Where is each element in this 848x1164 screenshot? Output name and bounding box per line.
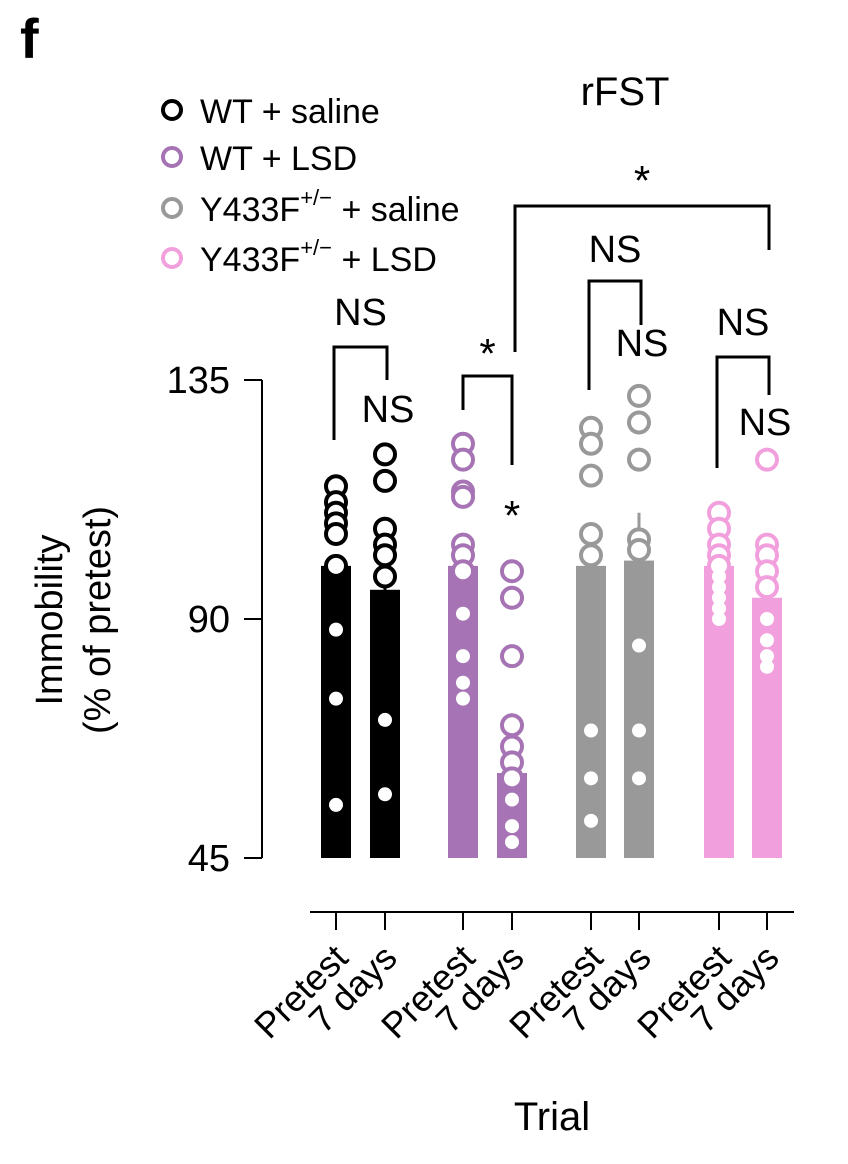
data-point — [329, 691, 343, 706]
data-point — [632, 638, 646, 653]
significance-label: NS — [717, 302, 770, 344]
data-point — [324, 522, 348, 547]
data-point — [579, 522, 603, 547]
significance-label: * — [479, 330, 495, 377]
data-point — [632, 771, 646, 786]
data-point — [712, 580, 726, 595]
point-cluster-label: NS — [739, 402, 792, 444]
data-point — [755, 447, 779, 472]
points-layer — [324, 383, 779, 850]
bar — [321, 565, 351, 858]
significance-bracket — [715, 355, 771, 468]
y-tick-label: 135 — [167, 360, 230, 402]
data-point — [329, 797, 343, 812]
legend-label: Y433F+/− + LSD — [200, 235, 437, 279]
data-point — [456, 606, 470, 621]
data-point — [627, 447, 651, 472]
data-point — [632, 723, 646, 738]
bars-layer — [321, 560, 782, 858]
legend-label: WT + LSD — [200, 140, 357, 178]
data-point — [712, 601, 726, 616]
data-point — [456, 675, 470, 690]
data-point — [324, 553, 348, 578]
data-point — [329, 622, 343, 637]
legend: WT + saline WT + LSD Y433F+/− + salineY433… — [161, 93, 460, 279]
data-point — [712, 590, 726, 605]
data-point — [505, 792, 519, 807]
legend-label: Y433F+/− + saline — [200, 185, 460, 229]
data-point — [760, 659, 774, 674]
data-point — [373, 442, 397, 467]
data-point — [500, 713, 524, 738]
data-point — [451, 559, 475, 584]
data-point — [500, 585, 524, 610]
significance-bracket — [461, 374, 514, 465]
data-point — [627, 410, 651, 435]
legend-marker — [161, 247, 183, 269]
data-point — [760, 633, 774, 648]
significance-bracket — [513, 204, 771, 352]
data-point — [378, 787, 392, 802]
bar — [576, 565, 606, 858]
data-point — [373, 564, 397, 589]
data-point — [712, 612, 726, 626]
legend-marker — [161, 197, 183, 219]
data-point — [456, 691, 470, 706]
data-point — [760, 612, 774, 626]
data-point — [456, 649, 470, 664]
significance-label: * — [634, 157, 650, 204]
significance-label: NS — [334, 292, 387, 334]
data-point — [627, 537, 651, 562]
data-point — [451, 484, 475, 509]
point-cluster-label: NS — [362, 389, 415, 431]
data-point — [755, 575, 779, 600]
chart-title: rFST — [581, 70, 670, 114]
y-tick-label: 90 — [188, 599, 230, 641]
data-point — [500, 766, 524, 791]
point-cluster-label: NS — [616, 323, 669, 365]
bar — [624, 560, 654, 858]
data-point — [579, 431, 603, 456]
data-point — [579, 543, 603, 568]
legend-label: WT + saline — [200, 93, 380, 131]
data-point — [584, 723, 598, 738]
data-point — [579, 463, 603, 488]
data-point — [500, 644, 524, 669]
data-point — [373, 468, 397, 493]
data-point — [505, 835, 519, 850]
y-axis-label-line1: Immobility — [29, 534, 71, 705]
legend-marker — [161, 99, 183, 121]
legend-marker — [161, 146, 183, 168]
data-point — [373, 543, 397, 568]
significance-bracket — [587, 279, 643, 390]
group-annotation: * — [504, 492, 520, 539]
significance-brackets: NS * NS NS * NS NS NS * — [332, 157, 792, 539]
data-point — [584, 771, 598, 786]
data-point — [500, 559, 524, 584]
data-point — [378, 712, 392, 727]
y-axis: 135 90 45 — [167, 360, 263, 880]
significance-label: NS — [589, 229, 642, 271]
data-point — [712, 569, 726, 584]
data-point — [451, 447, 475, 472]
x-axis-label: Trial — [514, 1095, 590, 1139]
data-point — [584, 813, 598, 828]
significance-bracket — [332, 345, 389, 440]
panel-label: f — [20, 7, 39, 70]
data-point — [760, 649, 774, 664]
y-axis-label-line2: (% of pretest) — [77, 506, 119, 734]
data-point — [627, 383, 651, 408]
data-point — [505, 819, 519, 834]
y-tick-label: 45 — [188, 838, 230, 880]
